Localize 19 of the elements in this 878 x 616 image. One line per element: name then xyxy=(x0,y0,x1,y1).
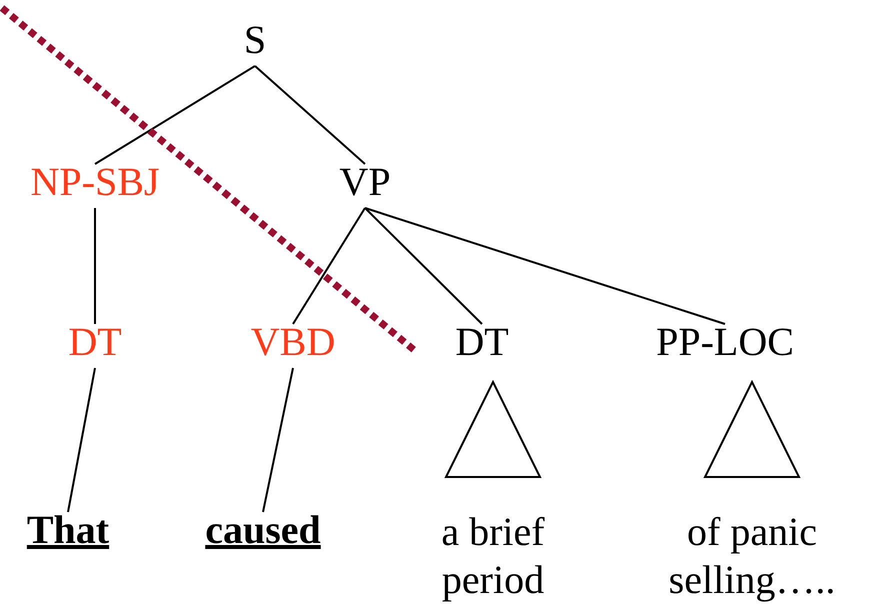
tree-label: S xyxy=(244,18,266,62)
phrase-text: of panic selling….. xyxy=(668,508,836,604)
tree-label: DT xyxy=(68,320,122,364)
tree-label: VBD xyxy=(250,320,336,364)
tree-label: DT xyxy=(455,320,509,364)
tree-branch-line xyxy=(364,207,726,325)
tree-branch-line xyxy=(94,208,96,324)
phrase-text: a brief period xyxy=(440,508,546,604)
tree-label: VP xyxy=(339,160,391,204)
tree-branch-line xyxy=(67,368,96,512)
tree-branch-line xyxy=(262,368,294,512)
tree-label: caused xyxy=(205,508,321,552)
tree-branch-line xyxy=(364,207,483,325)
tree-branch-line xyxy=(94,65,256,165)
tree-label: PP-LOC xyxy=(656,320,794,364)
tree-label: That xyxy=(26,508,110,552)
tree-branch-line xyxy=(254,65,366,165)
tree-label: NP-SBJ xyxy=(30,160,160,204)
tree-branch-line xyxy=(292,207,366,325)
